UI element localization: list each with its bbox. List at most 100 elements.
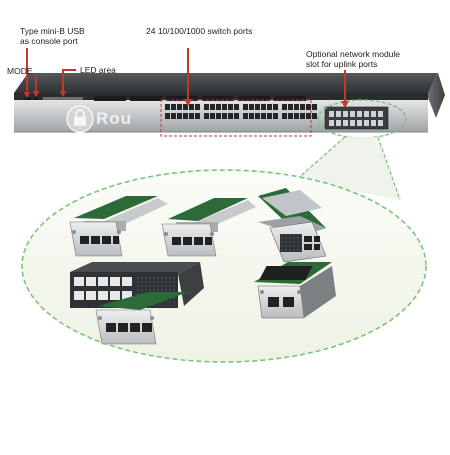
switch-port	[189, 104, 194, 110]
switch-port	[216, 104, 221, 110]
slot-port	[350, 111, 355, 117]
switch-port	[204, 104, 209, 110]
switch-ports-highlight	[160, 99, 312, 137]
switch-port	[228, 113, 233, 119]
callout-arrows	[23, 48, 349, 108]
switch-port	[294, 104, 299, 110]
switch-port	[294, 113, 299, 119]
switch-port	[300, 113, 305, 119]
rj45-port	[74, 291, 84, 300]
slot-port	[350, 120, 355, 126]
two-port-module	[254, 262, 336, 319]
switch-port	[204, 113, 209, 119]
slot-port	[378, 120, 383, 126]
slot-port	[371, 111, 376, 117]
rj45-port	[122, 277, 132, 286]
switch-port	[234, 104, 239, 110]
switch-port	[243, 113, 248, 119]
rj45-port	[98, 277, 108, 286]
switch-port	[234, 113, 239, 119]
slot-port	[336, 111, 341, 117]
switch-port	[183, 113, 188, 119]
switch-port	[288, 104, 293, 110]
slot-port	[343, 111, 348, 117]
switch-port	[273, 104, 278, 110]
switch-port	[243, 104, 248, 110]
switch-ports-label: 24 10/100/1000 switch ports	[146, 26, 253, 36]
switch-port	[189, 113, 194, 119]
switch-port	[261, 113, 266, 119]
switch-port	[267, 113, 272, 119]
rj45-port	[122, 291, 132, 300]
switch-port	[210, 104, 215, 110]
switch-port	[177, 104, 182, 110]
switch-port	[273, 113, 278, 119]
usb-port	[25, 97, 31, 100]
upper-port-group	[166, 96, 198, 101]
switch-port	[261, 104, 266, 110]
rj45-port	[86, 277, 96, 286]
switch-port	[222, 104, 227, 110]
switch-port	[282, 104, 287, 110]
led-area	[43, 97, 83, 100]
slot-port	[343, 120, 348, 126]
switch-port	[312, 104, 317, 110]
upper-port-group	[274, 96, 306, 101]
slot-port	[357, 111, 362, 117]
switch-port	[306, 113, 311, 119]
chassis-top	[14, 73, 438, 95]
rj45-port	[98, 291, 108, 300]
switch-port	[177, 113, 182, 119]
switch-port	[255, 104, 260, 110]
switch-port	[255, 113, 260, 119]
switch-port	[282, 113, 287, 119]
front-switch-ports	[165, 104, 317, 119]
ten-gig-module	[258, 188, 327, 263]
mode-label: MODE	[7, 66, 33, 76]
slot-port	[364, 111, 369, 117]
switch-port	[249, 104, 254, 110]
usb-console-label: Type mini-B USB as console port	[20, 26, 85, 46]
slot-port	[336, 120, 341, 126]
chassis-side	[427, 73, 445, 118]
switch-port	[228, 104, 233, 110]
slot-port	[364, 120, 369, 126]
switch-port	[165, 104, 170, 110]
switch-port	[306, 104, 311, 110]
mode-button	[34, 97, 39, 100]
slot-port	[329, 120, 334, 126]
led-area-label: LED area	[80, 65, 116, 75]
switch-port	[171, 113, 176, 119]
lock-logo-icon	[66, 105, 94, 133]
rj45-port	[110, 291, 120, 300]
upper-port-group	[238, 96, 270, 101]
watermark-text: Rou	[96, 109, 133, 128]
slot-port	[371, 120, 376, 126]
switch-port	[222, 113, 227, 119]
slot-port	[329, 111, 334, 117]
switch-port	[195, 104, 200, 110]
switch-port	[183, 104, 188, 110]
slot-port	[378, 111, 383, 117]
switch-port	[171, 104, 176, 110]
switch-port	[300, 104, 305, 110]
switch-port	[288, 113, 293, 119]
upper-port-group	[202, 96, 234, 101]
switch-port	[165, 113, 170, 119]
switch-port	[267, 104, 272, 110]
switch-port	[195, 113, 200, 119]
sfp-module-4port-a	[69, 196, 168, 257]
switch-port	[210, 113, 215, 119]
switch-port	[216, 113, 221, 119]
sfp-module-4port-b	[161, 198, 256, 257]
upper-port-group	[130, 96, 162, 101]
switch-with-module	[70, 262, 204, 345]
rj45-port	[86, 291, 96, 300]
switch-port	[312, 113, 317, 119]
slot-port	[357, 120, 362, 126]
rj45-port	[74, 277, 84, 286]
network-module-label: Optional network module slot for uplink …	[306, 49, 401, 69]
upper-switch-ports	[94, 96, 306, 101]
